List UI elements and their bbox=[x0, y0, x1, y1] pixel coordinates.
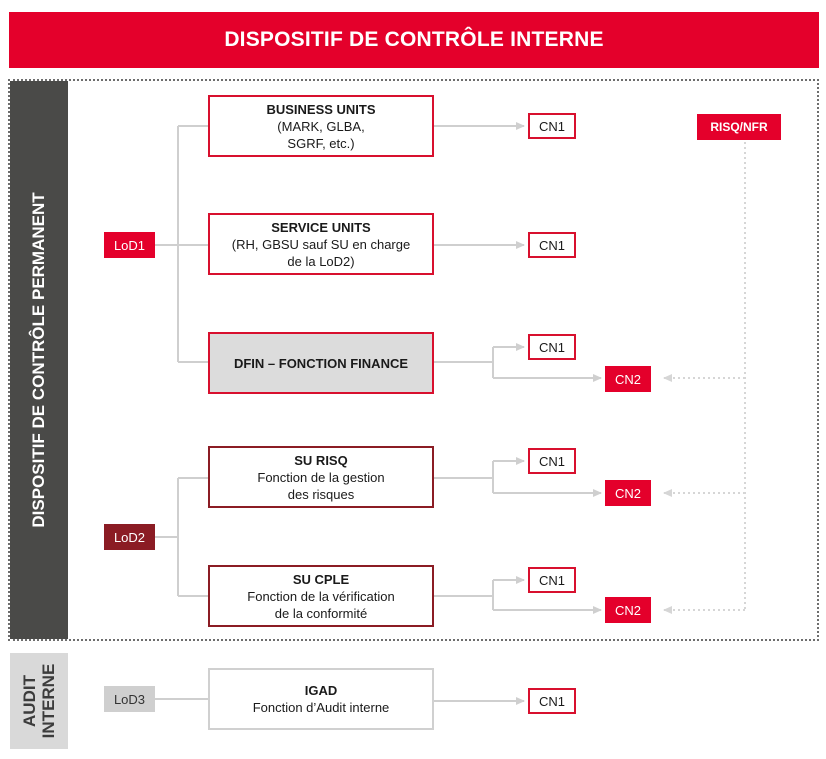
cn1-dfin: CN1 bbox=[528, 334, 576, 360]
su-cple-box: SU CPLE Fonction de la vérification de l… bbox=[208, 565, 434, 627]
cn1-su-risq: CN1 bbox=[528, 448, 576, 474]
lod1-badge: LoD1 bbox=[104, 232, 155, 258]
service-units-box: SERVICE UNITS (RH, GBSU sauf SU en charg… bbox=[208, 213, 434, 275]
risq-nfr-badge: RISQ/NFR bbox=[697, 114, 781, 140]
igad-line1: Fonction d’Audit interne bbox=[252, 700, 390, 715]
business-units-title: BUSINESS UNITS bbox=[266, 101, 376, 117]
internal-audit-band: AUDIT INTERNE bbox=[10, 653, 68, 749]
cn1-igad: CN1 bbox=[528, 688, 576, 714]
su-risq-line1: Fonction de la gestion bbox=[257, 469, 385, 485]
permanent-control-band: DISPOSITIF DE CONTRÔLE PERMANENT bbox=[10, 81, 68, 639]
su-risq-box: SU RISQ Fonction de la gestion des risqu… bbox=[208, 446, 434, 508]
su-risq-line2: des risques bbox=[287, 486, 355, 502]
su-cple-line2: de la conformité bbox=[274, 605, 368, 621]
cn2-su-cple: CN2 bbox=[605, 597, 651, 623]
service-units-line1: (RH, GBSU sauf SU en charge bbox=[231, 236, 411, 252]
business-units-line2: SGRF, etc.) bbox=[287, 135, 355, 151]
su-risq-title: SU RISQ bbox=[294, 452, 348, 468]
igad-box: IGAD Fonction d’Audit interne bbox=[208, 668, 434, 730]
cn1-su-cple: CN1 bbox=[528, 567, 576, 593]
service-units-title: SERVICE UNITS bbox=[271, 219, 371, 235]
cn1-business-units: CN1 bbox=[528, 113, 576, 139]
igad-title: IGAD bbox=[304, 683, 338, 698]
cn1-service-units: CN1 bbox=[528, 232, 576, 258]
cn2-dfin: CN2 bbox=[605, 366, 651, 392]
business-units-line1: (MARK, GLBA, bbox=[277, 118, 365, 134]
su-cple-title: SU CPLE bbox=[292, 571, 350, 587]
su-cple-line1: Fonction de la vérification bbox=[247, 588, 395, 604]
lod2-badge: LoD2 bbox=[104, 524, 155, 550]
dfin-finance-title: DFIN – FONCTION FINANCE bbox=[233, 355, 409, 371]
dfin-finance-box: DFIN – FONCTION FINANCE bbox=[208, 332, 434, 394]
cn2-su-risq: CN2 bbox=[605, 480, 651, 506]
permanent-control-frame bbox=[8, 79, 819, 641]
service-units-line2: de la LoD2) bbox=[287, 253, 355, 269]
business-units-box: BUSINESS UNITS (MARK, GLBA, SGRF, etc.) bbox=[208, 95, 434, 157]
page-title: DISPOSITIF DE CONTRÔLE INTERNE bbox=[9, 12, 819, 68]
lod3-badge: LoD3 bbox=[104, 686, 155, 712]
